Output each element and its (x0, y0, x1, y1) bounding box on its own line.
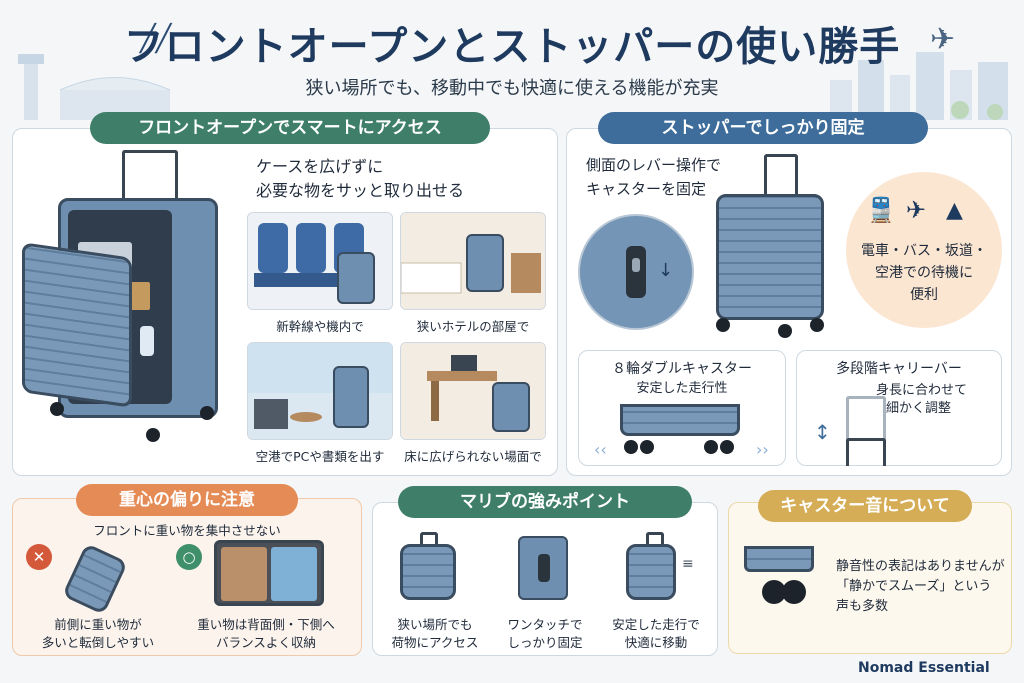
bubble-line-2: 空港での待機に (875, 265, 973, 281)
skyline-right (820, 40, 1020, 120)
casters-illustration (620, 404, 740, 460)
strength-suitcase-1 (400, 532, 456, 606)
bad-mark-icon: ✕ (26, 544, 52, 570)
scene-airport (247, 342, 393, 440)
stopper-lead-2: キャスターを固定 (586, 180, 707, 198)
scene-hotel (400, 212, 546, 310)
casters-title: ８輪ダブルキャスター (612, 361, 752, 377)
stopper-heading: ストッパーでしっかり固定 (598, 112, 928, 144)
front-open-lead-1: ケースを広げずに (256, 157, 384, 176)
caster-sound-line-2: 「静かでスムーズ」という (836, 579, 992, 594)
good-line-2: バランスよく収納 (216, 635, 316, 650)
carry-bar-sub-1: 身長に合わせて (876, 383, 968, 398)
motion-left-icon: ‹‹ (594, 440, 607, 459)
speech-bubble (846, 172, 1002, 328)
caster-sound-line-3: 声も多数 (836, 599, 889, 614)
stopper-suitcase-illustration (710, 154, 830, 338)
casters-subtitle: 安定した走行性 (636, 381, 728, 396)
good-mark-icon: ○ (176, 544, 202, 570)
brand-name: Nomad Essential (858, 660, 990, 676)
strengths-heading: マリブの強みポイント (398, 486, 692, 518)
balance-note: フロントに重い物を集中させない (93, 523, 281, 538)
strength-lever-closeup (518, 536, 568, 600)
scene-office (400, 342, 546, 440)
scene-train-caption: 新幹線や機内で (276, 319, 364, 334)
packed-suitcase-illustration (214, 540, 324, 606)
tipping-suitcase-illustration (61, 540, 142, 616)
airplane-icon: ✈ (930, 22, 956, 57)
scene-office-caption: 床に広げられない場面で (404, 449, 542, 464)
carry-bar-card (796, 350, 1002, 466)
carry-bar-sub-2: 細かく調整 (886, 401, 952, 416)
balance-heading: 重心の偏りに注意 (76, 484, 298, 516)
strength-suitcase-3 (626, 532, 682, 606)
skyline-left (10, 50, 180, 120)
front-open-heading: フロントオープンでスマートにアクセス (90, 112, 490, 144)
caster-sound-heading: キャスター音について (758, 490, 972, 522)
scene-train (247, 212, 393, 310)
strength-2-line-1: ワンタッチで (507, 617, 583, 632)
adjust-arrow-icon: ↕ (814, 420, 831, 444)
strength-1-line-1: 狭い場所でも (397, 617, 473, 632)
strength-3-line-2: 快適に移動 (624, 635, 688, 650)
good-line-1: 重い物は背面側・下側へ (197, 617, 335, 632)
bubble-line-3: 便利 (910, 287, 938, 303)
mountain-icon: ▲ (946, 198, 963, 223)
motion-right-icon: ›› (756, 440, 769, 459)
bad-line-1: 前側に重い物が (54, 617, 142, 632)
open-suitcase-illustration (22, 150, 222, 450)
front-open-lead-2: 必要な物をサッと取り出せる (256, 181, 465, 200)
lever-closeup-illustration: ↓ (578, 214, 694, 330)
caster-closeup-illustration (744, 546, 824, 614)
motion-lines-icon: ≡ (682, 556, 694, 572)
strength-3-line-1: 安定した走行で (612, 617, 700, 632)
bad-line-2: 多いと転倒しやすい (41, 635, 155, 650)
caster-sound-panel (728, 502, 1012, 654)
train-icon: 🚆 (866, 196, 896, 224)
carry-bar-illustration (846, 396, 886, 466)
page-title: フロントオープンとストッパーの使い勝手 (123, 24, 901, 70)
scene-airport-caption: 空港でPCや書類を出す (255, 449, 385, 464)
page-subtitle: 狭い場所でも、移動中でも快適に使える機能が充実 (305, 78, 719, 99)
strength-1-line-2: 荷物にアクセス (391, 635, 479, 650)
caster-sound-line-1: 静音性の表記はありませんが (836, 559, 1005, 574)
scene-hotel-caption: 狭いホテルの部屋で (416, 319, 530, 334)
strength-2-line-2: しっかり固定 (507, 635, 583, 650)
plane-small-icon: ✈ (906, 196, 927, 224)
bubble-line-1: 電車・バス・坂道・ (861, 243, 987, 259)
accent-strokes-icon: ╱╱ (140, 24, 172, 54)
carry-bar-title: 多段階キャリーバー (836, 361, 962, 377)
stopper-lead-1: 側面のレバー操作で (586, 156, 722, 174)
